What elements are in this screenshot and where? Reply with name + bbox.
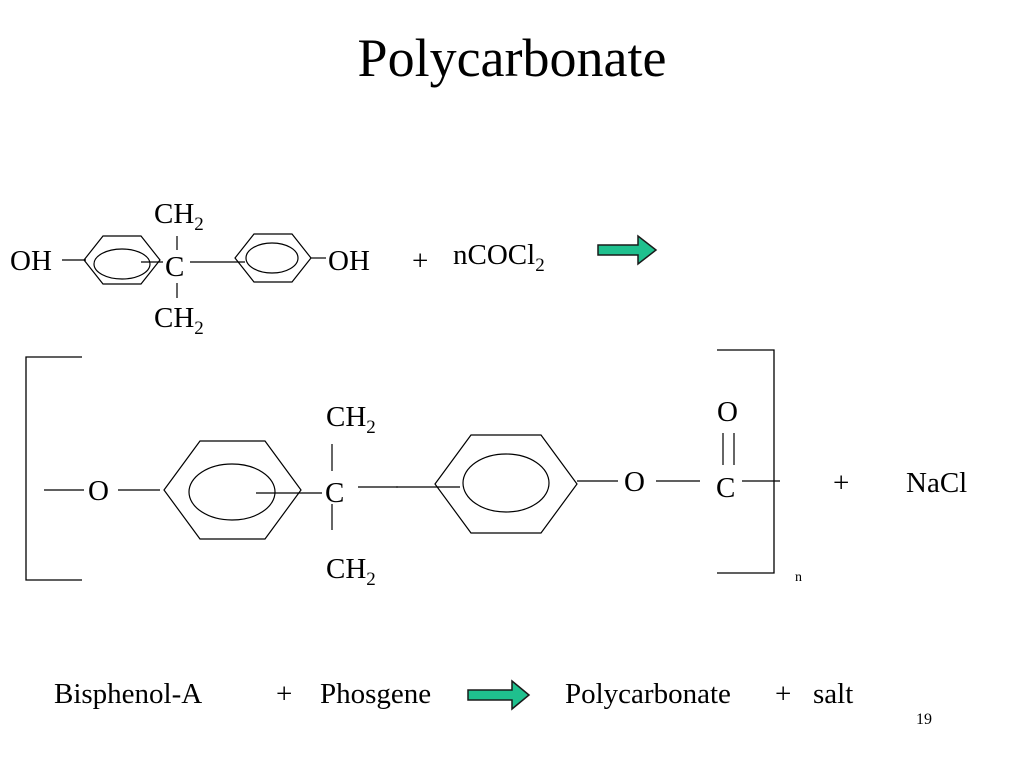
repeat-count-n: n bbox=[795, 570, 802, 585]
page-number: 19 bbox=[916, 711, 932, 728]
methyl-top-label: CH2 bbox=[154, 198, 204, 235]
methyl-bottom-label: CH2 bbox=[154, 302, 204, 339]
bisphenol-a-structure bbox=[62, 233, 326, 298]
word-plus-2: + bbox=[775, 678, 791, 710]
right-arrow-icon bbox=[467, 679, 531, 711]
aromatic-circle-left bbox=[93, 248, 151, 280]
polymer-ring-left bbox=[163, 440, 302, 540]
central-carbon-label: C bbox=[165, 251, 184, 283]
polymer-methyl-bottom: CH2 bbox=[326, 553, 376, 590]
ether-oxygen-right: O bbox=[624, 466, 645, 498]
polymer-aromatic-circle-right bbox=[462, 453, 550, 513]
polymer-aromatic-circle-left bbox=[188, 463, 276, 521]
word-plus-1: + bbox=[276, 678, 292, 710]
word-bisphenol-a: Bisphenol-A bbox=[54, 678, 202, 710]
word-phosgene: Phosgene bbox=[320, 678, 431, 710]
polymer-central-carbon: C bbox=[325, 477, 344, 509]
hydroxyl-left-label: OH bbox=[10, 245, 52, 277]
sodium-chloride-label: NaCl bbox=[906, 467, 967, 499]
hydroxyl-right-label: OH bbox=[328, 245, 370, 277]
slide-title: Polycarbonate bbox=[358, 28, 667, 88]
phosgene-formula: nCOCl2 bbox=[453, 239, 545, 276]
aromatic-circle-right bbox=[245, 242, 299, 274]
plus-sign-2: + bbox=[833, 467, 849, 499]
carbonyl-carbon: C bbox=[716, 472, 735, 504]
polycarbonate-structure bbox=[44, 433, 780, 540]
polymer-brackets bbox=[25, 349, 775, 581]
carbonyl-oxygen: O bbox=[717, 396, 738, 428]
ether-oxygen-left: O bbox=[88, 475, 109, 507]
benzene-ring-left bbox=[83, 235, 161, 285]
right-arrow-icon bbox=[597, 234, 658, 266]
plus-sign-1: + bbox=[412, 245, 428, 277]
polymer-methyl-top: CH2 bbox=[326, 401, 376, 438]
word-salt: salt bbox=[813, 678, 853, 710]
right-bracket bbox=[717, 349, 775, 574]
polymer-ring-right bbox=[434, 434, 578, 534]
word-polycarbonate: Polycarbonate bbox=[565, 678, 731, 710]
left-bracket bbox=[25, 356, 82, 581]
